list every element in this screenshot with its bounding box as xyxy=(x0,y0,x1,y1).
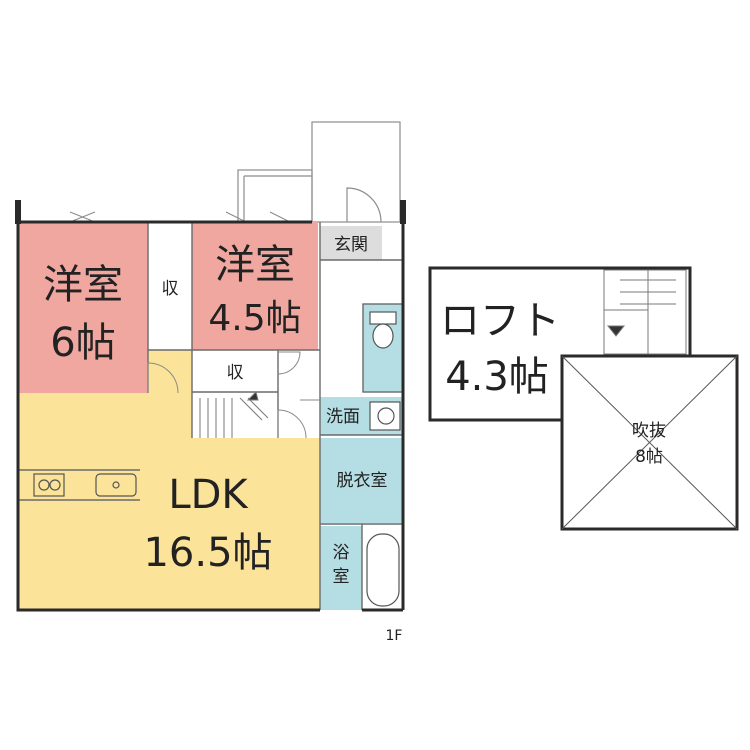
toilet-icon xyxy=(369,311,397,349)
basin-icon xyxy=(369,401,401,431)
storage-2-label: 収 xyxy=(227,363,244,383)
void-area xyxy=(560,354,739,531)
dressing-room xyxy=(320,438,403,523)
windows xyxy=(69,211,291,223)
loft-size: 4.3帖 xyxy=(445,354,549,400)
bedroom-45-name: 洋室 xyxy=(215,242,295,288)
void-size: 8帖 xyxy=(635,447,663,467)
stove-icon xyxy=(33,473,65,497)
washroom-label: 洗面 xyxy=(326,407,360,427)
bath-label-2: 室 xyxy=(333,567,350,587)
wall-cap-left xyxy=(15,200,21,224)
floor-label: 1F xyxy=(386,628,403,644)
wall-cap-right xyxy=(400,200,406,224)
loft-name: ロフト xyxy=(440,298,560,344)
bath-label-1: 浴 xyxy=(333,543,350,563)
bedroom-45-size: 4.5帖 xyxy=(208,298,301,339)
dressing-label: 脱衣室 xyxy=(337,471,388,491)
bedroom-6-room xyxy=(18,222,148,393)
ldk-name: LDK xyxy=(168,472,249,518)
genkan-room xyxy=(320,226,382,260)
exterior-walls xyxy=(16,220,405,612)
bedroom-6-size: 6帖 xyxy=(50,320,115,366)
genkan-label: 玄関 xyxy=(334,235,368,255)
stairs xyxy=(199,391,269,438)
ldk-size: 16.5帖 xyxy=(143,530,272,576)
porch-area xyxy=(237,121,401,223)
bedroom-45-room xyxy=(192,222,318,350)
bathtub-icon xyxy=(366,533,400,607)
door-swings xyxy=(147,351,320,439)
void-name: 吹抜 xyxy=(632,421,666,441)
bath-room xyxy=(320,526,362,610)
bedroom-6-name: 洋室 xyxy=(43,262,123,308)
ldk-room xyxy=(18,350,320,610)
sink-icon xyxy=(95,473,137,497)
storage-1-label: 収 xyxy=(162,279,179,299)
loft-ladder xyxy=(603,269,687,355)
